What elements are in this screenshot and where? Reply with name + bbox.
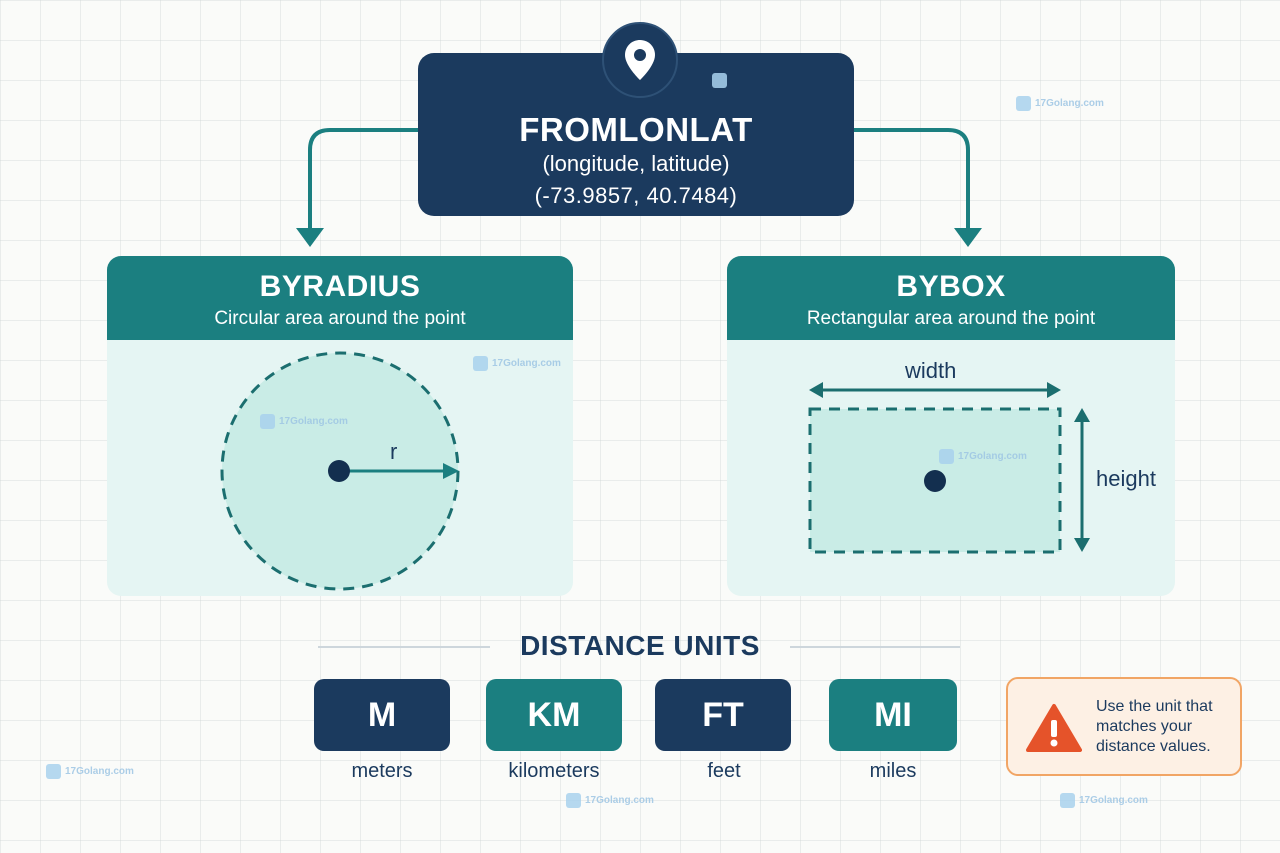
unit-badge-mi: MI: [829, 679, 957, 751]
bybox-header: BYBOX Rectangular area around the point: [727, 256, 1175, 340]
fromlonlat-coords: (-73.9857, 40.7484): [534, 183, 738, 208]
byradius-panel: BYRADIUS Circular area around the point …: [107, 256, 573, 596]
watermark-text: 17Golang.com: [492, 358, 561, 369]
center-point: [328, 460, 350, 482]
unit-badge-m: M: [314, 679, 450, 751]
watermark-logo-icon: [260, 414, 275, 429]
width-arrowhead-left: [809, 382, 823, 398]
watermark-logo-small: [712, 73, 727, 88]
fromlonlat-title: FROMLONLAT: [519, 111, 753, 148]
radius-label: r: [390, 439, 398, 464]
watermark-text: 17Golang.com: [1035, 98, 1104, 109]
watermark: 17Golang.com: [260, 414, 348, 429]
watermark: 17Golang.com: [566, 793, 654, 808]
unit-code: M: [367, 695, 397, 734]
unit-code: KM: [527, 695, 581, 734]
watermark-text: 17Golang.com: [65, 766, 134, 777]
watermark: 17Golang.com: [1016, 96, 1104, 111]
height-arrowhead-bottom: [1074, 538, 1090, 552]
unit-label-kilometers: kilometers: [508, 760, 600, 782]
watermark-text: 17Golang.com: [279, 416, 348, 427]
arrowhead-byradius: [296, 228, 324, 247]
watermark-logo-icon: [566, 793, 581, 808]
bybox-panel: BYBOX Rectangular area around the point …: [727, 256, 1175, 596]
distance-units-title: DISTANCE UNITS: [520, 630, 760, 661]
arrowhead-bybox: [954, 228, 982, 247]
unit-badge-ft: FT: [655, 679, 791, 751]
watermark-logo-icon: [1016, 96, 1031, 111]
watermark-text: 17Golang.com: [585, 795, 654, 806]
watermark-logo-icon: [46, 764, 61, 779]
unit-code: FT: [702, 695, 744, 734]
watermark-logo-icon: [712, 73, 727, 88]
center-point: [924, 470, 946, 492]
arrow-to-bybox: [854, 128, 970, 232]
bybox-subtitle: Rectangular area around the point: [806, 308, 1096, 329]
unit-label-feet: feet: [707, 760, 741, 782]
watermark-logo-icon: [473, 356, 488, 371]
byradius-header: BYRADIUS Circular area around the point: [107, 256, 573, 340]
width-arrowhead-right: [1047, 382, 1061, 398]
fromlonlat-node: FROMLONLAT (longitude, latitude) (-73.98…: [418, 53, 854, 216]
byradius-title: BYRADIUS: [259, 270, 421, 303]
watermark: 17Golang.com: [939, 449, 1027, 464]
warning-text: Use the unit that matches your distance …: [1096, 698, 1213, 755]
warning-icon: [1026, 704, 1082, 752]
arrow-to-byradius: [308, 128, 418, 232]
bybox-title: BYBOX: [896, 270, 1006, 303]
watermark-text: 17Golang.com: [958, 451, 1027, 462]
watermark-logo-icon: [1060, 793, 1075, 808]
unit-label-meters: meters: [351, 760, 413, 782]
byradius-subtitle: Circular area around the point: [214, 308, 466, 329]
watermark-logo-icon: [939, 449, 954, 464]
watermark-text: 17Golang.com: [1079, 795, 1148, 806]
unit-badge-km: KM: [486, 679, 622, 751]
box-diagram: [808, 382, 1090, 554]
watermark: 17Golang.com: [46, 764, 134, 779]
height-label: height: [1096, 466, 1156, 491]
watermark: 17Golang.com: [1060, 793, 1148, 808]
radius-diagram: [220, 351, 460, 591]
radius-arrowhead: [443, 463, 459, 479]
warning-callout: Use the unit that matches your distance …: [1006, 677, 1242, 776]
width-label: width: [905, 358, 957, 383]
fromlonlat-subtitle: (longitude, latitude): [542, 151, 730, 176]
height-arrowhead-top: [1074, 408, 1090, 422]
unit-label-miles: miles: [869, 760, 917, 782]
map-pin-icon: [602, 22, 678, 98]
watermark: 17Golang.com: [473, 356, 561, 371]
unit-code: MI: [874, 695, 912, 734]
